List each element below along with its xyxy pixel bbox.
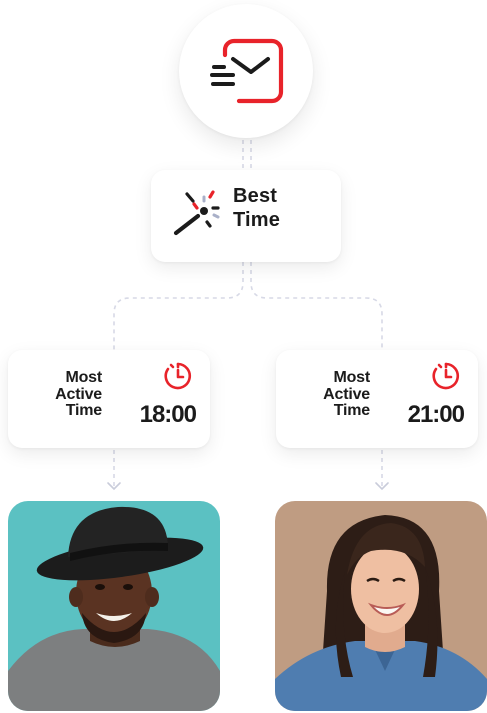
send-mail-circle [179, 4, 313, 138]
connector-to-right-card [250, 262, 383, 350]
timer-clock-icon [164, 362, 192, 390]
best-time-card: Best Time [151, 170, 341, 262]
label-line2: Active [323, 385, 370, 403]
best-time-line1: Best [233, 185, 278, 207]
most-active-time-card-right: Most Active Time 21:00 [276, 350, 478, 448]
connector-to-left-card [113, 262, 244, 350]
arrow-right-down [375, 482, 389, 491]
most-active-time-label: Most Active Time [300, 369, 370, 420]
woman-portrait-illustration [275, 515, 487, 711]
label-line1: Most [65, 369, 102, 386]
person-photo-man [8, 501, 220, 711]
magic-wand-icon [173, 190, 220, 236]
best-time-label: Best Time [233, 184, 280, 232]
active-time-value: 18:00 [139, 401, 197, 428]
label-line1: Most [333, 369, 370, 386]
label-line2: Active [55, 385, 102, 403]
active-time-value: 21:00 [407, 401, 465, 428]
label-line3: Time [65, 402, 102, 419]
best-time-line2: Time [233, 209, 281, 231]
label-line3: Time [333, 402, 370, 419]
man-portrait-illustration [8, 506, 220, 711]
person-photo-woman [275, 501, 487, 711]
timer-clock-icon [432, 362, 460, 390]
send-mail-icon [210, 38, 284, 104]
arrow-left-down [107, 482, 121, 491]
most-active-time-card-left: Most Active Time 18:00 [8, 350, 210, 448]
most-active-time-label: Most Active Time [32, 369, 102, 420]
